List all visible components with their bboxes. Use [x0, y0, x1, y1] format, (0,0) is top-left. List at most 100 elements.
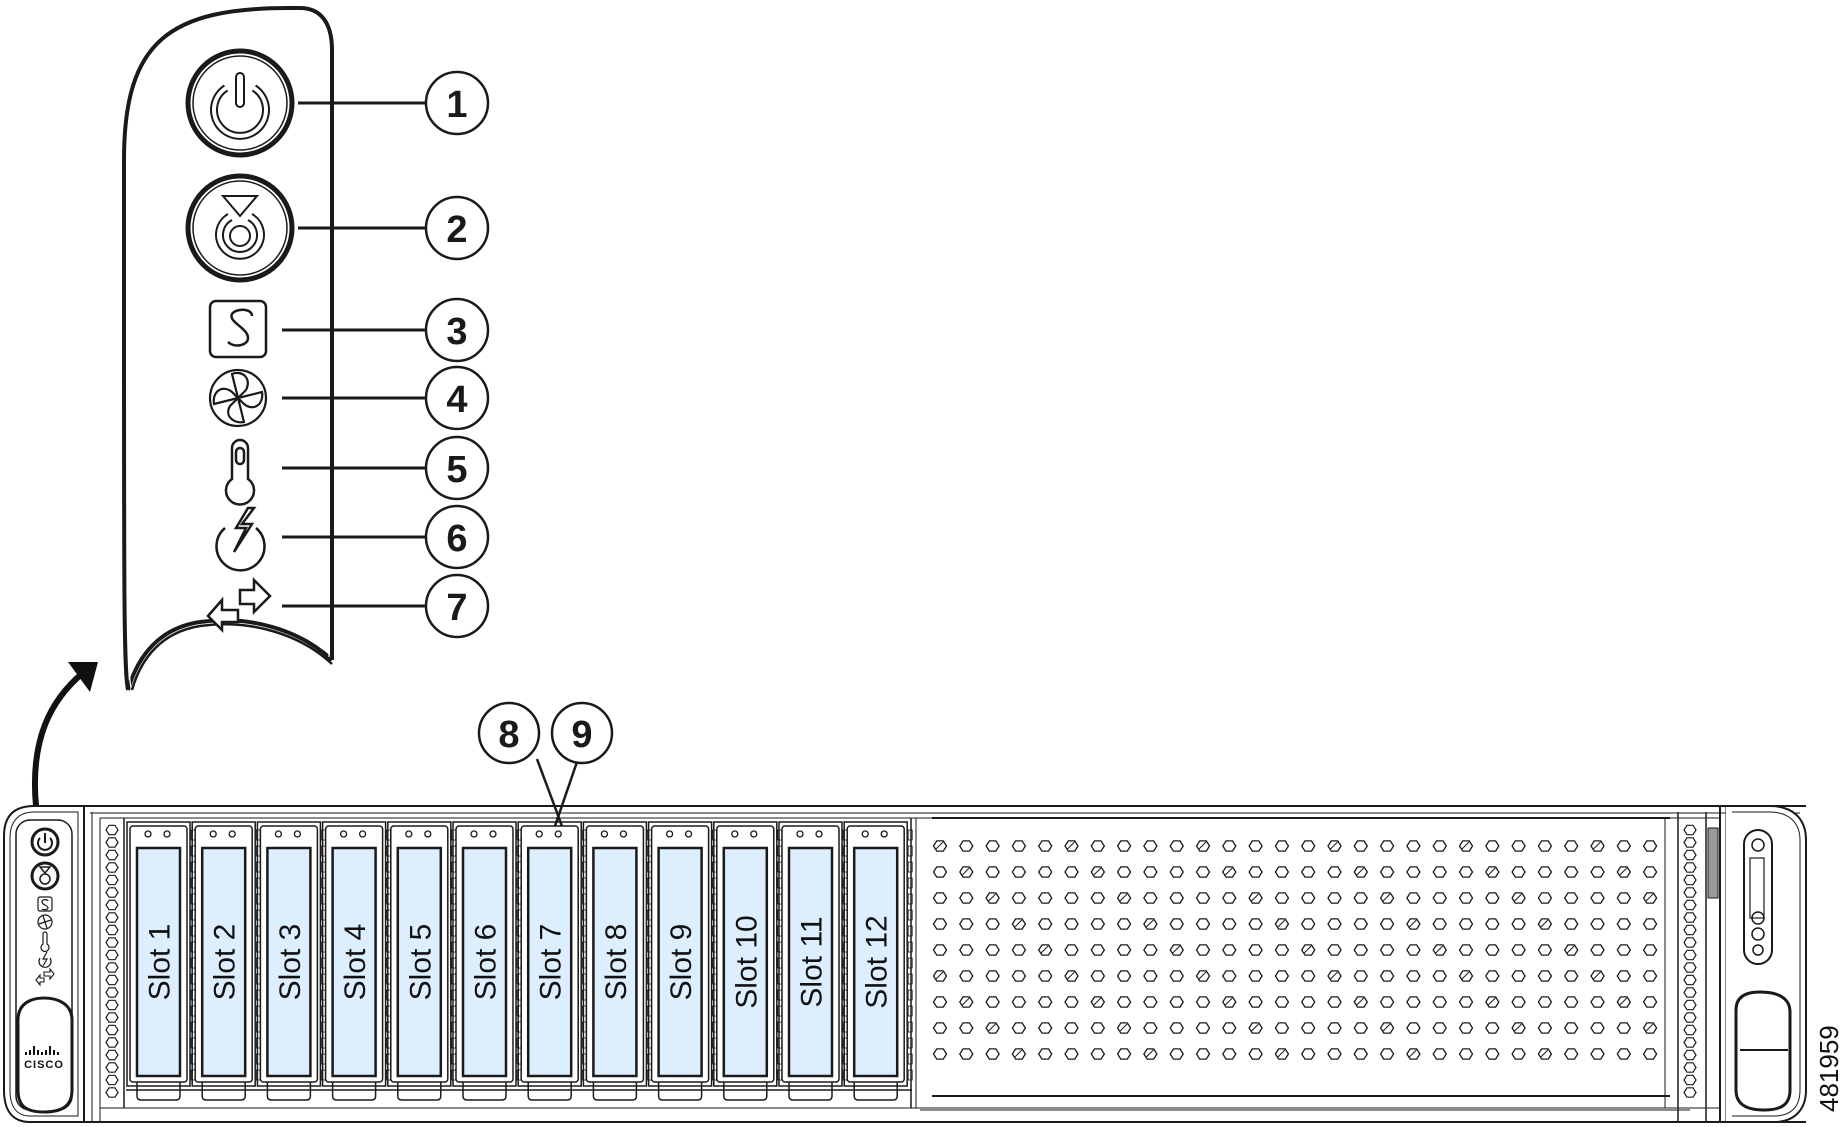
side-vent-hole [1683, 899, 1697, 911]
drive-bay-frame [321, 821, 387, 1087]
vent-hole [1432, 944, 1447, 956]
vent-hole [1037, 1022, 1053, 1034]
vent-hole [1616, 892, 1632, 904]
drive-eject-lever[interactable] [853, 1082, 898, 1101]
vent-hole [985, 996, 1000, 1008]
drive-eject-lever[interactable] [331, 1082, 377, 1101]
vent-hole [1537, 1022, 1553, 1034]
side-vent-hole [1683, 974, 1697, 986]
drive-slot-label: Slot 10 [730, 915, 763, 1008]
vent-hole [1458, 840, 1474, 852]
vent-hole [1327, 944, 1342, 956]
drive-slot[interactable]: Slot 5 [387, 821, 457, 1101]
vent-hole-shading [1619, 997, 1628, 1006]
vent-hole [1511, 840, 1526, 852]
ear-temperature-status-icon [40, 931, 50, 952]
vent-hole [959, 1048, 974, 1060]
side-vent-hole [105, 862, 119, 873]
vent-hole [1537, 944, 1553, 956]
vent-hole [1458, 1048, 1474, 1060]
vent-hole [1458, 996, 1474, 1008]
drive-eject-lever[interactable] [592, 1082, 638, 1101]
drive-eject-lever[interactable] [136, 1082, 181, 1101]
callout-6: 6 [424, 504, 490, 570]
drive-label-window [461, 846, 508, 1078]
power-button[interactable] [185, 48, 295, 158]
drive-slot-label: Slot 8 [600, 924, 633, 1001]
drive-label-window [592, 846, 638, 1078]
drive-bay-frame [843, 821, 908, 1087]
vent-hole [959, 944, 974, 956]
vent-hole [1616, 1048, 1632, 1060]
vent-hole [1458, 1022, 1474, 1034]
cisco-logo: CISCO [24, 1046, 63, 1071]
vent-hole [1064, 840, 1079, 852]
vent-hole [1642, 996, 1658, 1008]
vent-hole [1274, 944, 1290, 956]
side-vent-hole [105, 949, 119, 961]
vent-hole [985, 1022, 1000, 1034]
rail-notch [907, 829, 913, 841]
ear-unit-id-button[interactable] [30, 861, 60, 891]
drive-eject-lever[interactable] [266, 1082, 312, 1101]
vent-hole [1563, 866, 1579, 878]
front-panel-zoom: 1 2 3 4 5 6 7 [122, 6, 490, 691]
drive-slot[interactable]: Slot 11 [778, 821, 848, 1101]
drive-eject-lever[interactable] [657, 1082, 703, 1101]
drive-eject-lever[interactable] [723, 1082, 768, 1101]
vent-hole [1090, 970, 1106, 982]
drive-slot[interactable]: Slot 9 [647, 821, 717, 1101]
drive-eject-lever[interactable] [527, 1082, 572, 1101]
right-pull-handle[interactable] [1734, 990, 1792, 1112]
vent-hole [1590, 996, 1605, 1008]
vent-hole [1222, 970, 1237, 982]
unit-id-button[interactable] [185, 173, 295, 283]
vent-hole [1485, 944, 1500, 956]
drive-eject-lever[interactable] [397, 1082, 442, 1101]
vent-hole [1169, 892, 1184, 904]
vent-hole [1143, 1048, 1158, 1060]
callout-4: 4 [424, 365, 490, 431]
drive-slot[interactable]: Slot 12 [843, 821, 913, 1101]
vent-hole [1037, 866, 1053, 878]
vent-hole [932, 918, 948, 930]
drive-slot[interactable]: Slot 7 [517, 821, 587, 1101]
drive-slot[interactable]: Slot 8 [582, 821, 652, 1101]
drive-eject-lever[interactable] [462, 1082, 507, 1101]
drive-label-window [526, 846, 573, 1078]
rack-mount-latch[interactable] [1743, 829, 1773, 965]
vent-hole-shading [1119, 1023, 1128, 1032]
drive-slot[interactable]: Slot 3 [256, 821, 326, 1101]
vent-hole [1485, 970, 1500, 982]
vent-hole [1116, 892, 1132, 904]
vent-hole [1011, 970, 1027, 982]
vent-hole [1037, 840, 1053, 852]
vent-hole [1064, 996, 1079, 1008]
vent-hole-shading [1198, 841, 1207, 850]
vent-hole [1090, 918, 1106, 930]
side-vent-hole [105, 1049, 119, 1061]
drive-label-window [852, 846, 899, 1078]
vent-hole [1116, 866, 1132, 878]
vent-hole [1011, 996, 1027, 1008]
vent-hole-shading [1487, 867, 1496, 876]
vent-hole [1485, 1048, 1500, 1060]
rail-notch [907, 973, 913, 985]
vent-hole-shading [1593, 971, 1601, 980]
drive-slot[interactable]: Slot 6 [452, 821, 522, 1101]
drive-slot[interactable]: Slot 2 [191, 821, 261, 1101]
ear-power-button[interactable] [30, 827, 60, 857]
vent-hole [1406, 892, 1421, 904]
drive-bay-frame [256, 821, 322, 1087]
vent-hole [1195, 892, 1211, 904]
side-vent-hole [1683, 924, 1697, 936]
vent-hole [1064, 970, 1079, 982]
drive-slot[interactable]: Slot 10 [713, 821, 783, 1101]
figure-id: 481959 [1814, 1025, 1844, 1112]
drive-slot[interactable]: Slot 4 [321, 821, 392, 1101]
vent-hole [1116, 970, 1132, 982]
drive-eject-lever[interactable] [201, 1082, 246, 1101]
drive-eject-lever[interactable] [788, 1082, 833, 1101]
side-vent-hole [1683, 862, 1697, 873]
drive-slot[interactable]: Slot 1 [126, 821, 196, 1101]
